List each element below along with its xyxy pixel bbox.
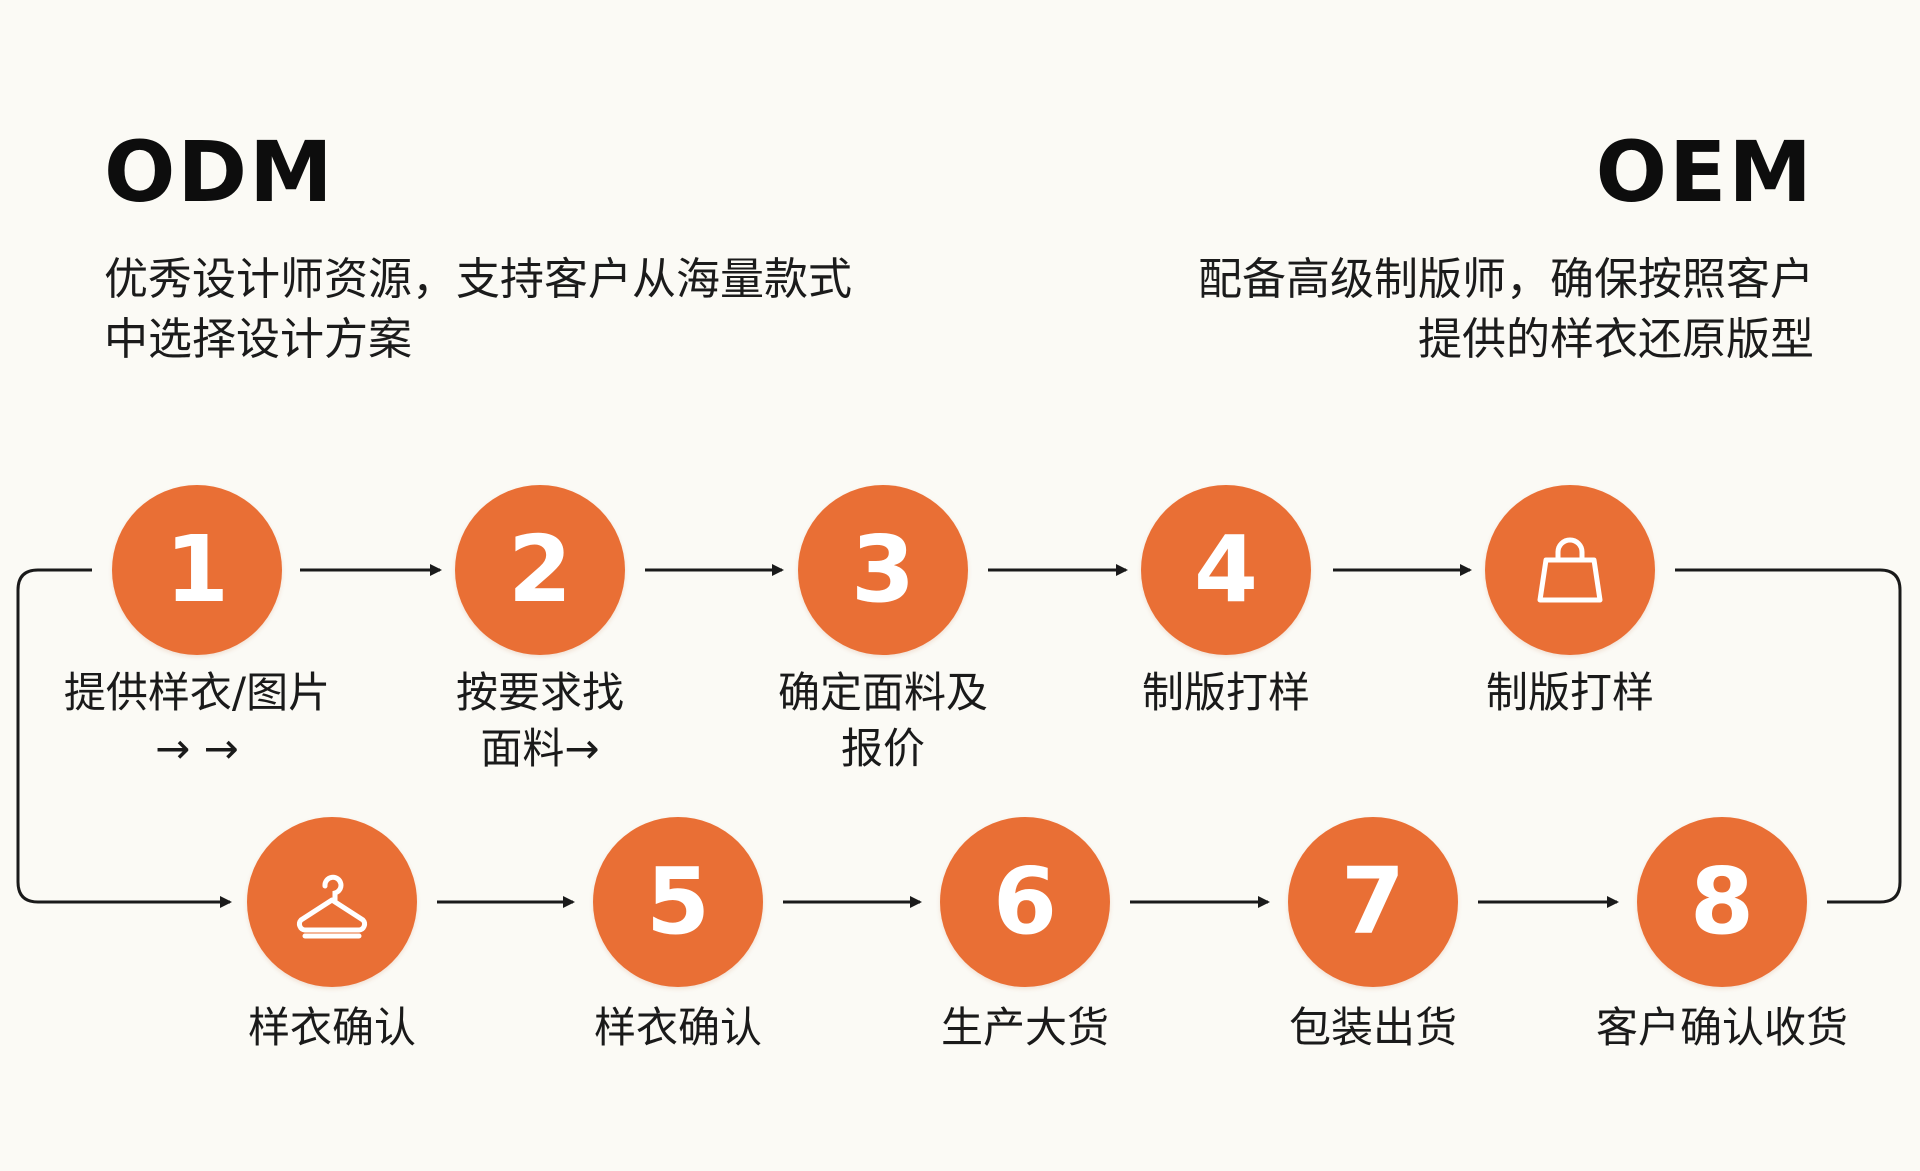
step-3-label: 确定面料及 报价 bbox=[723, 665, 1043, 777]
step-badge-4: 4 bbox=[1141, 485, 1311, 655]
step-bag-label-line1: 制版打样 bbox=[1485, 668, 1654, 717]
step-badge-8: 8 bbox=[1637, 817, 1807, 987]
step-4-label: 制版打样 bbox=[1066, 665, 1386, 721]
step-2-label-line1: 按要求找 bbox=[455, 668, 624, 717]
shopping-bag-icon bbox=[1537, 537, 1603, 603]
step-hanger-label: 样衣确认 bbox=[247, 1003, 416, 1052]
step-1-label-line2: → → bbox=[155, 724, 239, 773]
step-shopping-bag bbox=[1485, 485, 1655, 655]
step-2-label-line2: 面料→ bbox=[480, 724, 600, 773]
oem-description: 配备高级制版师，确保按照客户 提供的样衣还原版型 bbox=[1034, 250, 1814, 370]
step-4-label-line1: 制版打样 bbox=[1141, 668, 1310, 717]
garment-hanger-icon bbox=[296, 874, 368, 939]
odm-description: 优秀设计师资源，支持客户从海量款式 中选择设计方案 bbox=[104, 250, 884, 370]
step-garment-hanger bbox=[247, 817, 417, 987]
oem-description-line1: 配备高级制版师，确保按照客户 bbox=[1198, 254, 1814, 305]
odm-description-line2: 中选择设计方案 bbox=[104, 314, 412, 365]
right-loop-line bbox=[1675, 568, 1902, 904]
step-badge-3: 3 bbox=[798, 485, 968, 655]
odm-description-line1: 优秀设计师资源，支持客户从海量款式 bbox=[104, 254, 852, 305]
step-7-label: 包装出货 bbox=[1288, 1003, 1457, 1052]
step-1-label: 提供样衣/图片 → → bbox=[37, 665, 357, 777]
step-5-label: 样衣确认 bbox=[593, 1003, 762, 1052]
left-loop-line bbox=[16, 568, 232, 908]
odm-title: ODM bbox=[104, 123, 335, 221]
step-1-label-line1: 提供样衣/图片 bbox=[63, 668, 331, 717]
step-3-label-line1: 确定面料及 bbox=[777, 668, 988, 717]
step-badge-2: 2 bbox=[455, 485, 625, 655]
step-bag-label: 制版打样 bbox=[1410, 665, 1730, 721]
step-badge-1: 1 bbox=[112, 485, 282, 655]
step-8-label: 客户确认收货 bbox=[1595, 1003, 1848, 1052]
oem-description-line2: 提供的样衣还原版型 bbox=[1418, 314, 1814, 365]
step-badge-7: 7 bbox=[1288, 817, 1458, 987]
step-3-label-line2: 报价 bbox=[840, 724, 925, 773]
step-badge-6: 6 bbox=[940, 817, 1110, 987]
step-6-label: 生产大货 bbox=[940, 1003, 1109, 1052]
step-2-label: 按要求找 面料→ bbox=[380, 665, 700, 777]
oem-title: OEM bbox=[1595, 123, 1814, 221]
step-badge-5: 5 bbox=[593, 817, 763, 987]
